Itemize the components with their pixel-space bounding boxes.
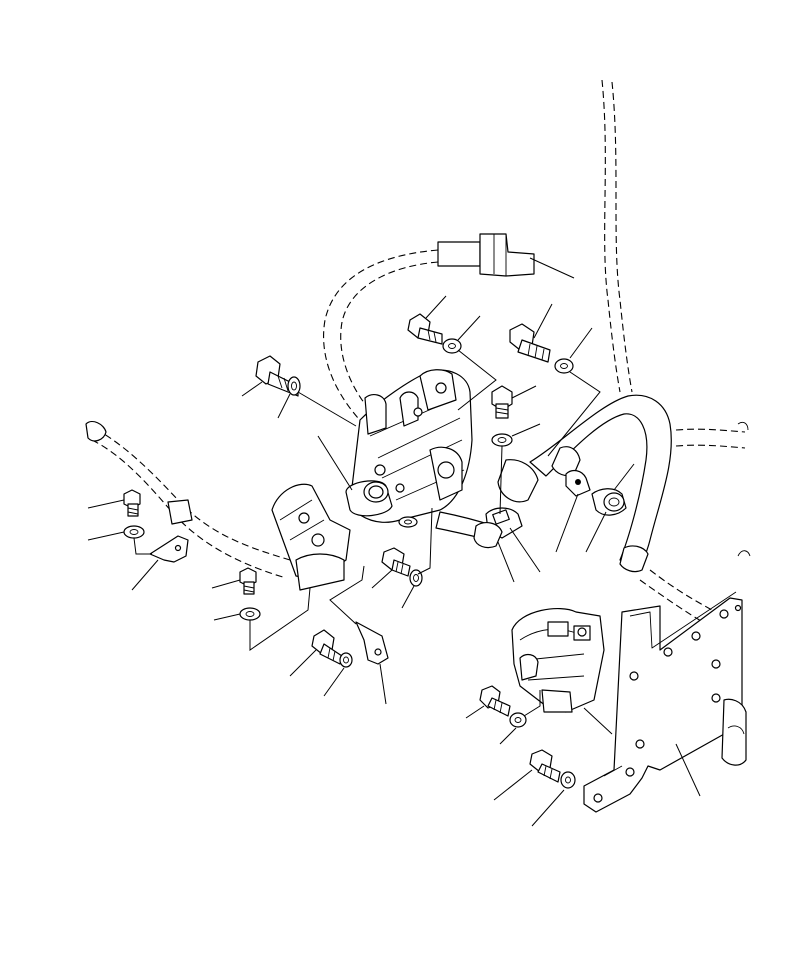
leader-bolt-lc [289,649,317,677]
bolt-set-mid-right [491,385,513,447]
leader-bracket-left [131,559,159,591]
leader-clamp-3 [613,463,635,491]
leader-washer-tc-to-valve [457,349,497,411]
leader-bracket-lc [379,663,387,705]
leader-bolt-b1 [465,705,485,719]
bolt-set-upper-left [255,355,301,397]
leader-washer-left-to-bracket [133,537,152,555]
leader-bolt-tr [533,303,553,339]
leader-washer-left [87,531,125,541]
washer [509,712,527,728]
leader-washer-ll-to-frame [249,587,311,651]
leader-bolt-mc [371,569,393,589]
leader-washer-mc [401,585,415,609]
hex-bolt [509,323,551,363]
leader-bolt-ll [211,579,241,589]
washer [442,338,462,354]
leader-washer-mr [511,423,541,437]
leader-washer-ul [277,393,291,419]
hex-bolt [529,749,561,783]
bolt-set-lower-left [239,567,261,621]
solenoid-valve-block [511,608,605,713]
washer [239,607,261,621]
pipe-clamp-center [473,507,523,549]
leader-washer-tr-to-clamp [547,371,601,457]
leader-washer-ll [213,613,241,621]
leader-washer-mr-to-clamp [499,445,503,515]
bolt-set-top-center [407,313,462,354]
leader-mounting-plate [675,743,701,797]
hex-bolt [311,629,343,665]
washer [123,525,145,539]
leader-center-clamp-b [509,527,541,573]
washer [554,358,574,374]
leader-bolt-left [87,499,125,509]
hex-bolt [491,385,513,419]
bolt-set-left [123,489,189,563]
right-edge-fittings [721,421,751,766]
hex-bolt [381,547,411,577]
bolt-set-lower-center [311,621,389,668]
washer [491,433,513,447]
hose-routing-top-loop [323,249,439,419]
hose-clamp-right [565,469,627,516]
leader-bracket-lc-to-frame [329,565,365,625]
hex-bolt [123,489,141,517]
bolt-set-mid-center [381,547,423,587]
leader-washer-mc-to-valve [417,507,433,575]
leader-block-to-plate [583,707,613,735]
mounting-plate [583,591,743,813]
leader-washer-b1-to-block [523,690,541,717]
clip-bracket [149,535,189,563]
hose-routing-right-vertical [601,79,633,393]
bolt-set-bottom-2 [529,749,576,789]
leader-washer-tr [569,327,593,359]
leader-bolt-tc [425,295,447,319]
bolt-set-top-right [509,323,574,374]
washer [287,376,301,396]
hex-bolt [479,685,511,717]
leader-washer-b1 [499,727,517,745]
washer [339,652,353,668]
bolt-set-bottom-1 [479,685,527,728]
leader-washer-b2 [531,789,565,827]
leader-washer-lc [323,667,345,697]
hose-left [85,420,291,579]
valve-assembly [271,369,495,591]
clip-bracket [355,621,389,665]
hose-connector [437,233,535,277]
leader-clamp-1 [555,493,579,553]
leader-bolt-mr [511,385,537,399]
leader-valve-cylinder [317,435,353,491]
hex-bolt [239,567,257,595]
hex-bolt [407,313,443,345]
leader-clamp-2 [585,511,607,553]
washer [560,771,576,789]
leader-center-clamp-a [497,541,515,583]
leader-bolt-ul [241,381,263,397]
leader-bolt-ul-to-valve [297,391,357,427]
leader-bolt-b2 [493,769,533,801]
hose-right [497,394,672,573]
leader-connector [529,257,575,279]
leader-washer-tc [457,315,481,341]
